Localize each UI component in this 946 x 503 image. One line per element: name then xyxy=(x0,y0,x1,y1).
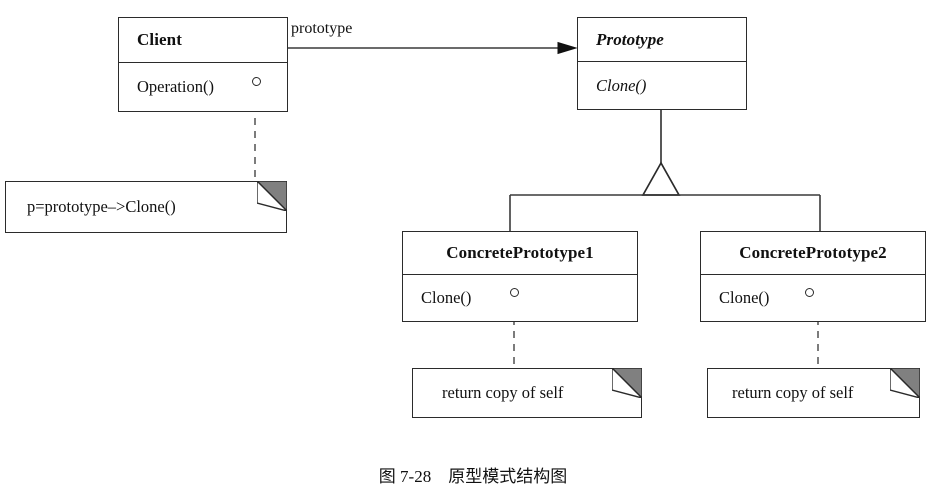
class-name-concreteprototype2: ConcretePrototype2 xyxy=(739,243,887,262)
class-operations-compartment-concreteprototype1: Clone() xyxy=(403,275,637,321)
figure-caption: 图 7-28 原型模式结构图 xyxy=(378,467,568,486)
generalization-triangle xyxy=(641,161,681,196)
class-name-client: Client xyxy=(137,30,182,49)
class-box-prototype[interactable]: Prototype Clone() xyxy=(577,17,747,110)
note-border-concreteprototype2 xyxy=(707,368,920,418)
class-box-concreteprototype1[interactable]: ConcretePrototype1 Clone() xyxy=(402,231,638,322)
lollipop-icon-concreteprototype2 xyxy=(805,288,814,297)
edge-label-prototype: prototype xyxy=(291,20,353,37)
class-name-prototype: Prototype xyxy=(596,29,664,49)
association-arrowhead xyxy=(557,41,578,55)
note-text-client: p=prototype–>Clone() xyxy=(27,197,176,216)
operation-client-operation: Operation() xyxy=(137,77,214,96)
class-operations-compartment-concreteprototype2: Clone() xyxy=(701,275,925,321)
note-text-concreteprototype1: return copy of self xyxy=(442,383,564,402)
note-fold-icon-concreteprototype1 xyxy=(612,368,642,398)
class-box-concreteprototype2[interactable]: ConcretePrototype2 Clone() xyxy=(700,231,926,322)
note-box-client[interactable]: p=prototype–>Clone() xyxy=(5,181,287,233)
class-name-compartment-concreteprototype2: ConcretePrototype2 xyxy=(701,232,925,275)
note-border-client xyxy=(5,181,287,233)
lollipop-icon-concreteprototype1 xyxy=(510,288,519,297)
note-border-concreteprototype1 xyxy=(412,368,642,418)
note-box-concreteprototype1[interactable]: return copy of self xyxy=(412,368,642,418)
note-fold-icon-client xyxy=(257,181,287,211)
class-name-compartment-concreteprototype1: ConcretePrototype1 xyxy=(403,232,637,275)
lollipop-icon-client xyxy=(252,77,261,86)
class-name-concreteprototype1: ConcretePrototype1 xyxy=(446,243,594,262)
note-text-concreteprototype2: return copy of self xyxy=(732,383,854,402)
note-fold-icon-concreteprototype2 xyxy=(890,368,920,398)
class-box-client[interactable]: Client Operation() xyxy=(118,17,288,112)
operation-concreteprototype1-clone: Clone() xyxy=(421,288,472,307)
class-name-compartment-client: Client xyxy=(119,18,287,63)
operation-prototype-clone: Clone() xyxy=(596,75,647,95)
class-operations-compartment-client: Operation() xyxy=(119,63,287,111)
operation-concreteprototype2-clone: Clone() xyxy=(719,288,770,307)
class-operations-compartment-prototype: Clone() xyxy=(578,62,746,109)
class-name-compartment-prototype: Prototype xyxy=(578,18,746,62)
note-box-concreteprototype2[interactable]: return copy of self xyxy=(707,368,920,418)
